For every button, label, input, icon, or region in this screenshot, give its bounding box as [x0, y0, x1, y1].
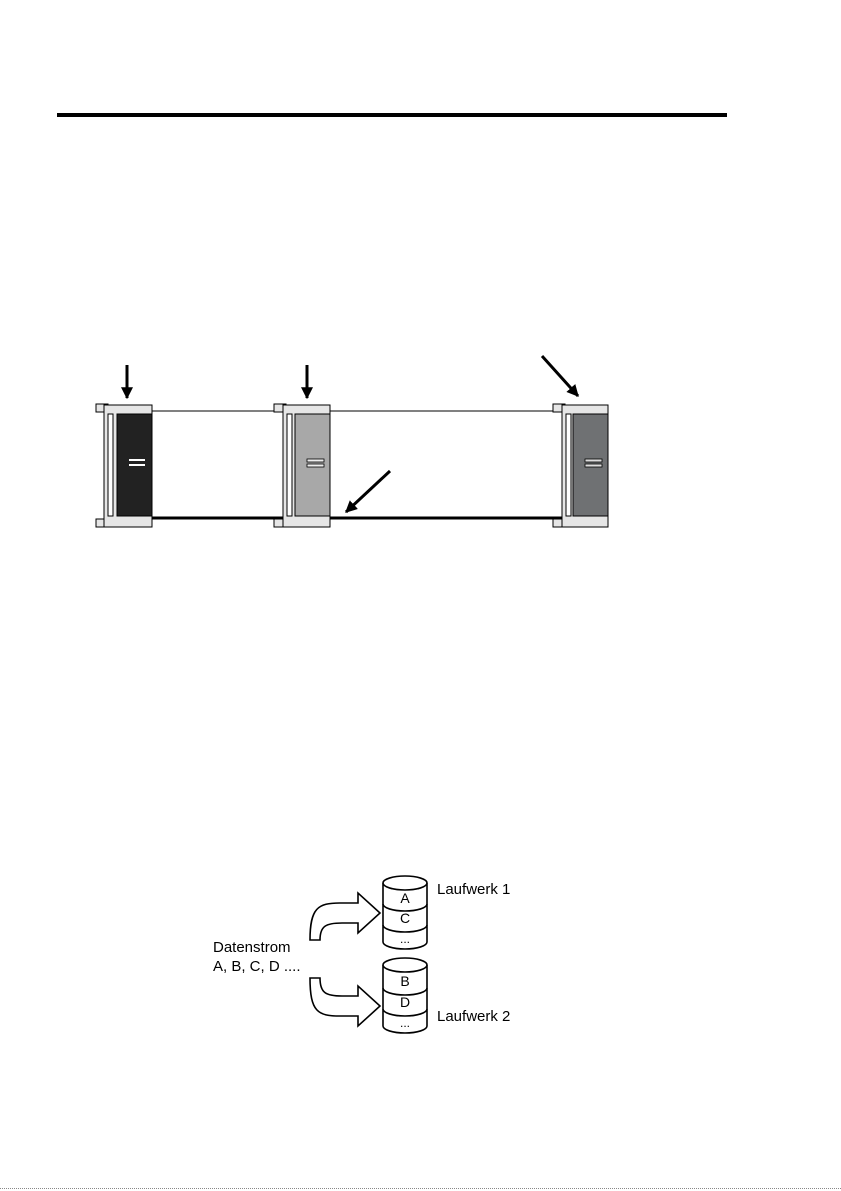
stream-label: Datenstrom: [213, 939, 291, 956]
drive-1-label: Laufwerk 1: [437, 881, 510, 898]
drive-2-block-b: B: [400, 973, 409, 989]
drive-1-icon: A C ...: [383, 876, 427, 949]
drive-1-block-a: A: [400, 890, 410, 906]
drive-2-block-d: D: [400, 994, 410, 1010]
footer-rule: [0, 1188, 841, 1189]
drive-2-icon: B D ...: [383, 958, 427, 1033]
drive-1-block-c: C: [400, 910, 410, 926]
drive-2-label: Laufwerk 2: [437, 1008, 510, 1025]
ide-cable-diagram: [96, 356, 608, 527]
striping-diagram: Datenstrom A, B, C, D .... A C ... Laufw…: [213, 876, 510, 1033]
arrow-end-connector: [542, 356, 578, 396]
lower-curved-arrow: [310, 978, 380, 1026]
drive-1-block-more: ...: [400, 932, 410, 946]
arrow-cable-stripe: [346, 471, 390, 512]
connector-controller: [96, 404, 152, 527]
drive-2-block-more: ...: [400, 1016, 410, 1030]
upper-curved-arrow: [310, 893, 380, 940]
stream-sequence: A, B, C, D ....: [213, 958, 301, 975]
connector-end: [553, 404, 608, 527]
connector-middle: [274, 404, 330, 527]
